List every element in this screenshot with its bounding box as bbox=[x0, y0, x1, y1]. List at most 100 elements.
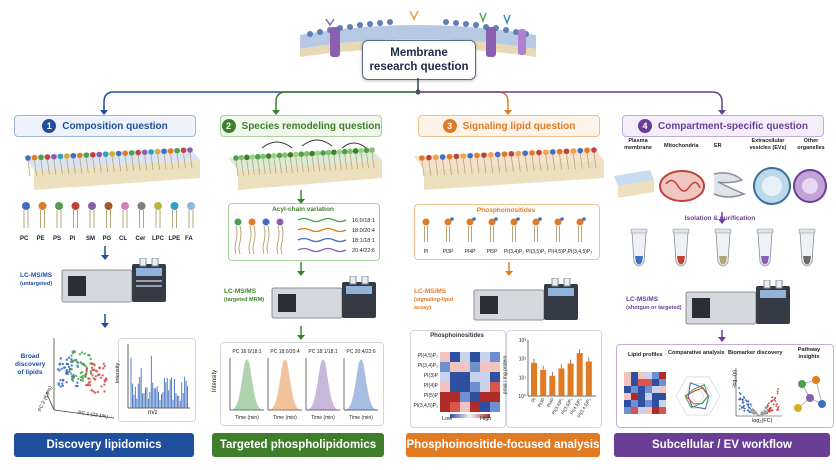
bar bbox=[576, 353, 583, 396]
lipid-tail bbox=[328, 155, 331, 171]
heatmap-cell bbox=[480, 352, 490, 362]
volcano-point bbox=[760, 413, 763, 415]
tube-pellet bbox=[761, 256, 769, 265]
scatter-point bbox=[79, 378, 83, 382]
pi-head bbox=[466, 218, 474, 226]
lipid-tail bbox=[517, 156, 521, 172]
lipid-head bbox=[314, 150, 321, 156]
lipid-head bbox=[254, 153, 261, 160]
col4-lcms-line2: (shotgun or targeted) bbox=[626, 305, 682, 311]
arrow-down-icon bbox=[101, 314, 109, 328]
bar-y-tick: 10² bbox=[519, 357, 527, 363]
bar bbox=[558, 368, 565, 396]
volcano-point bbox=[756, 414, 759, 416]
scatter-point bbox=[79, 375, 83, 379]
scatter-point bbox=[80, 351, 84, 354]
arrow-down-icon bbox=[297, 190, 305, 204]
radar-series bbox=[684, 384, 709, 409]
volcano-point bbox=[746, 409, 749, 412]
lipid-head bbox=[83, 152, 90, 158]
lipid-tail bbox=[118, 156, 122, 172]
profile-cell bbox=[645, 400, 652, 407]
lipid-head bbox=[51, 153, 57, 160]
lipid-tail bbox=[322, 155, 326, 171]
profile-cell bbox=[631, 407, 638, 414]
volcano-xlabel: log₂(FC) bbox=[752, 418, 773, 424]
lipid-head bbox=[96, 151, 103, 158]
scatter-point bbox=[81, 362, 84, 365]
scatter-point bbox=[89, 357, 92, 361]
lipid-head bbox=[57, 153, 64, 160]
bar-category-label: PI bbox=[530, 397, 536, 403]
col4-lcms-line1: LC-MS/MS bbox=[626, 296, 659, 303]
scatter-point bbox=[85, 368, 89, 371]
lipid-tail bbox=[344, 154, 348, 170]
lipid-tail bbox=[349, 154, 353, 170]
peak-title: PC 18:1/18:1 bbox=[308, 349, 337, 355]
lipid-tail bbox=[273, 158, 277, 174]
lipid-head bbox=[591, 147, 597, 153]
root-line-1: Membrane bbox=[390, 47, 448, 59]
lipid-class-head bbox=[104, 202, 113, 210]
lipid-tail bbox=[504, 157, 507, 173]
volcano-point bbox=[764, 406, 767, 409]
lipid-head bbox=[293, 151, 299, 158]
lipid-class-head bbox=[55, 202, 63, 210]
heatmap-cell bbox=[450, 352, 460, 362]
volcano-point bbox=[770, 400, 773, 402]
volcano-point bbox=[739, 393, 742, 396]
scatter-point bbox=[103, 364, 107, 368]
lipid-head bbox=[543, 149, 549, 156]
lipid-head bbox=[474, 152, 480, 159]
lipid-tail bbox=[545, 155, 549, 171]
pi-label: PI(3,5)P₂ bbox=[526, 249, 546, 255]
lipid-head bbox=[287, 152, 294, 158]
profile-cell bbox=[645, 407, 652, 414]
scatter-point bbox=[104, 377, 108, 380]
lipid-class-row bbox=[22, 202, 195, 228]
radar-grid bbox=[691, 390, 705, 402]
lipid-head bbox=[309, 150, 315, 157]
profile-cell bbox=[659, 393, 666, 400]
lipid-tail bbox=[366, 153, 369, 169]
scatter-point bbox=[76, 384, 79, 388]
arrow-down-icon bbox=[297, 262, 305, 276]
lipid-tail bbox=[163, 154, 167, 170]
acyl-tail bbox=[248, 225, 252, 255]
lipid-tail bbox=[183, 153, 186, 169]
footer-subcellular: Subcellular / EV workflow bbox=[614, 433, 830, 457]
peak-time-label: Time (min) bbox=[273, 415, 297, 421]
lipid-head bbox=[522, 150, 528, 156]
profile-cell bbox=[638, 372, 645, 379]
isolation-label: Isolation & purification bbox=[684, 215, 756, 222]
lipid-head bbox=[419, 155, 425, 161]
heatmap-cell bbox=[480, 402, 490, 412]
bar bbox=[531, 362, 537, 396]
scatter-point bbox=[66, 362, 69, 366]
lipid-tail bbox=[511, 156, 514, 172]
lipid-head bbox=[529, 150, 535, 156]
lipid-tail bbox=[593, 152, 597, 169]
scatter-point bbox=[103, 390, 106, 393]
volcano-point bbox=[750, 404, 753, 407]
lipid-head bbox=[320, 150, 326, 156]
profile-cell bbox=[659, 400, 666, 407]
acyl-tail bbox=[262, 225, 266, 255]
column-4-header: 4 Compartment-specific question bbox=[622, 115, 824, 137]
pathway-edge bbox=[815, 379, 823, 405]
heatmap-cell bbox=[490, 382, 500, 392]
lipid-tail bbox=[566, 154, 569, 170]
lipid-tail bbox=[579, 153, 583, 169]
lipid-head bbox=[64, 153, 70, 159]
lipid-class-head bbox=[121, 202, 129, 210]
scatter-point bbox=[81, 379, 85, 382]
column-2-title: Species remodeling question bbox=[241, 120, 381, 132]
acyl-tail bbox=[266, 225, 270, 255]
heatmap-title: Phosphoinositides bbox=[430, 333, 484, 339]
lipid-class-head bbox=[137, 202, 146, 210]
acyl-chain-label: 18:0/20:4 bbox=[352, 228, 375, 234]
mass-spectrum bbox=[127, 344, 190, 409]
lipid-tail bbox=[449, 159, 452, 175]
profile-cell bbox=[652, 407, 659, 414]
profile-cell bbox=[631, 372, 638, 379]
